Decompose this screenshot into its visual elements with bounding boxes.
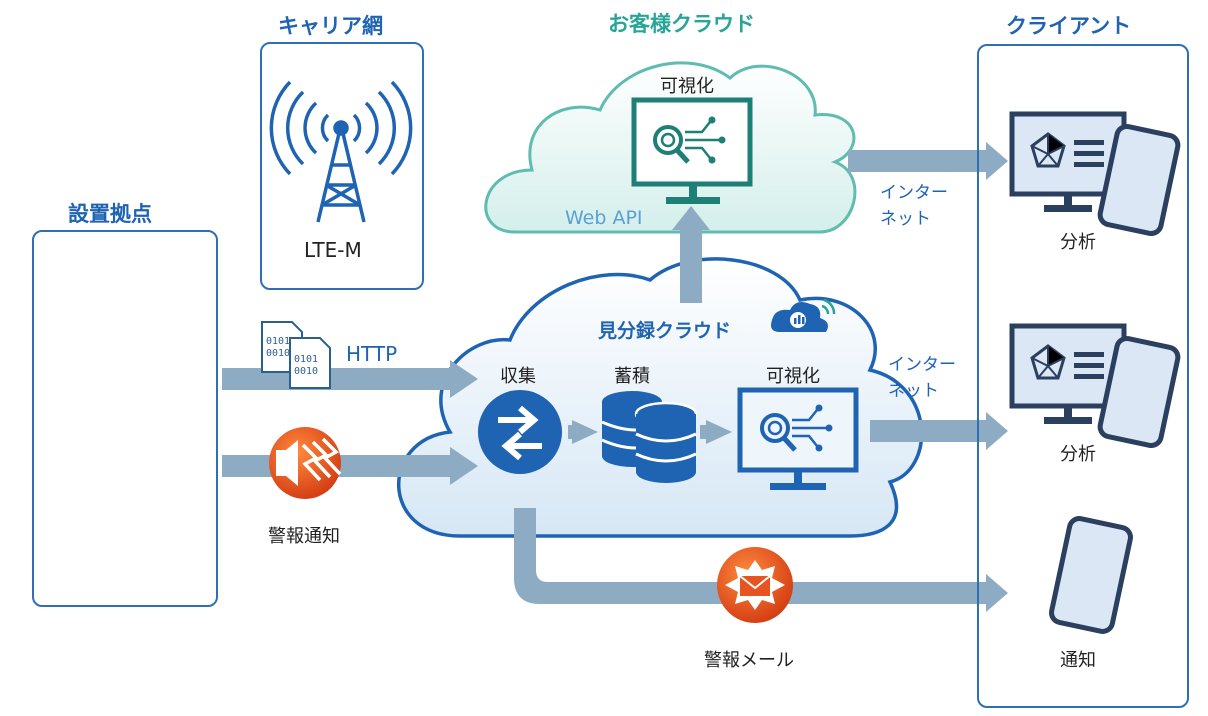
client-title: クライアント	[1006, 14, 1132, 38]
client-notify-label: 通知	[1060, 650, 1096, 671]
customer-cloud-title: お客様クラウド	[608, 12, 755, 36]
client-analysis-devices-2	[1009, 323, 1181, 448]
flow-arrows	[222, 142, 1008, 612]
alarm-notification-icon	[269, 427, 342, 499]
internet-label-mid: インター ネット	[888, 355, 956, 401]
mibunroku-visualize-monitor	[737, 387, 859, 490]
lte-tower-icon	[269, 80, 413, 223]
client-analysis-devices-1	[1009, 111, 1181, 236]
mibunroku-logo-icon	[771, 298, 836, 332]
customer-visualize-monitor	[631, 97, 753, 204]
collect-label: 収集	[500, 366, 536, 387]
store-label: 蓄積	[614, 366, 650, 387]
alarm-notify-label: 警報通知	[268, 526, 340, 547]
web-api-label: Web API	[565, 207, 643, 229]
storage-database-icon	[601, 391, 698, 483]
binary-text-1b: 0010	[266, 348, 291, 359]
alarm-mail-label: 警報メール	[704, 650, 794, 671]
binary-text-2b: 0010	[294, 366, 319, 377]
carrier-title: キャリア網	[278, 14, 383, 38]
carrier-panel	[260, 42, 424, 290]
binary-file-icon	[261, 321, 331, 389]
mibunroku-visualize-label: 可視化	[766, 366, 820, 387]
internet-label-top: インター ネット	[880, 183, 948, 229]
lte-m-label: LTE-M	[304, 238, 362, 262]
alarm-mail-icon	[717, 547, 793, 623]
customer-visualize-label: 可視化	[660, 76, 714, 97]
binary-text-1a: 0101	[266, 336, 291, 347]
client-analysis-label-2: 分析	[1060, 444, 1096, 465]
mibunroku-cloud-title: 見分録クラウド	[598, 320, 732, 342]
http-label: HTTP	[346, 342, 398, 366]
client-analysis-label-1: 分析	[1060, 232, 1096, 253]
site-title: 設置拠点	[68, 202, 152, 226]
site-panel	[32, 230, 218, 607]
binary-text-2a: 0101	[294, 354, 319, 365]
client-notify-phone	[1049, 516, 1133, 634]
client-panel	[977, 44, 1189, 708]
collect-exchange-icon	[478, 390, 562, 474]
